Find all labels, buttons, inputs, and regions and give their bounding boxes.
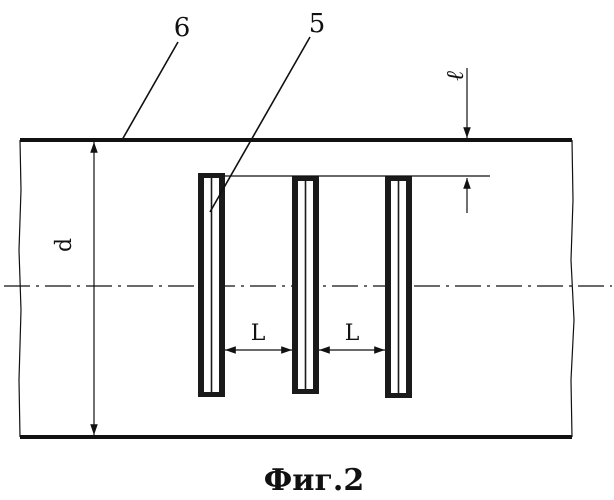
slot-2 <box>292 176 319 394</box>
strip-right-break <box>571 140 574 437</box>
figure-caption: Фиг.2 <box>264 463 364 498</box>
callout-5-label: 5 <box>309 9 326 39</box>
slot-3 <box>385 176 412 398</box>
dimension-l-2: L <box>319 321 385 350</box>
callout-6-label: 6 <box>174 13 191 43</box>
dimension-l-2-label: L <box>345 321 360 346</box>
slot-1 <box>198 173 225 397</box>
dimension-d: d <box>52 142 94 435</box>
strip-left-break <box>19 140 21 437</box>
dimension-d-label: d <box>52 238 77 252</box>
dimension-l-1-label: L <box>251 321 266 346</box>
callout-6: 6 <box>122 13 190 140</box>
dimension-offset-label: ℓ <box>441 71 469 81</box>
dimension-l-1: L <box>225 321 292 350</box>
